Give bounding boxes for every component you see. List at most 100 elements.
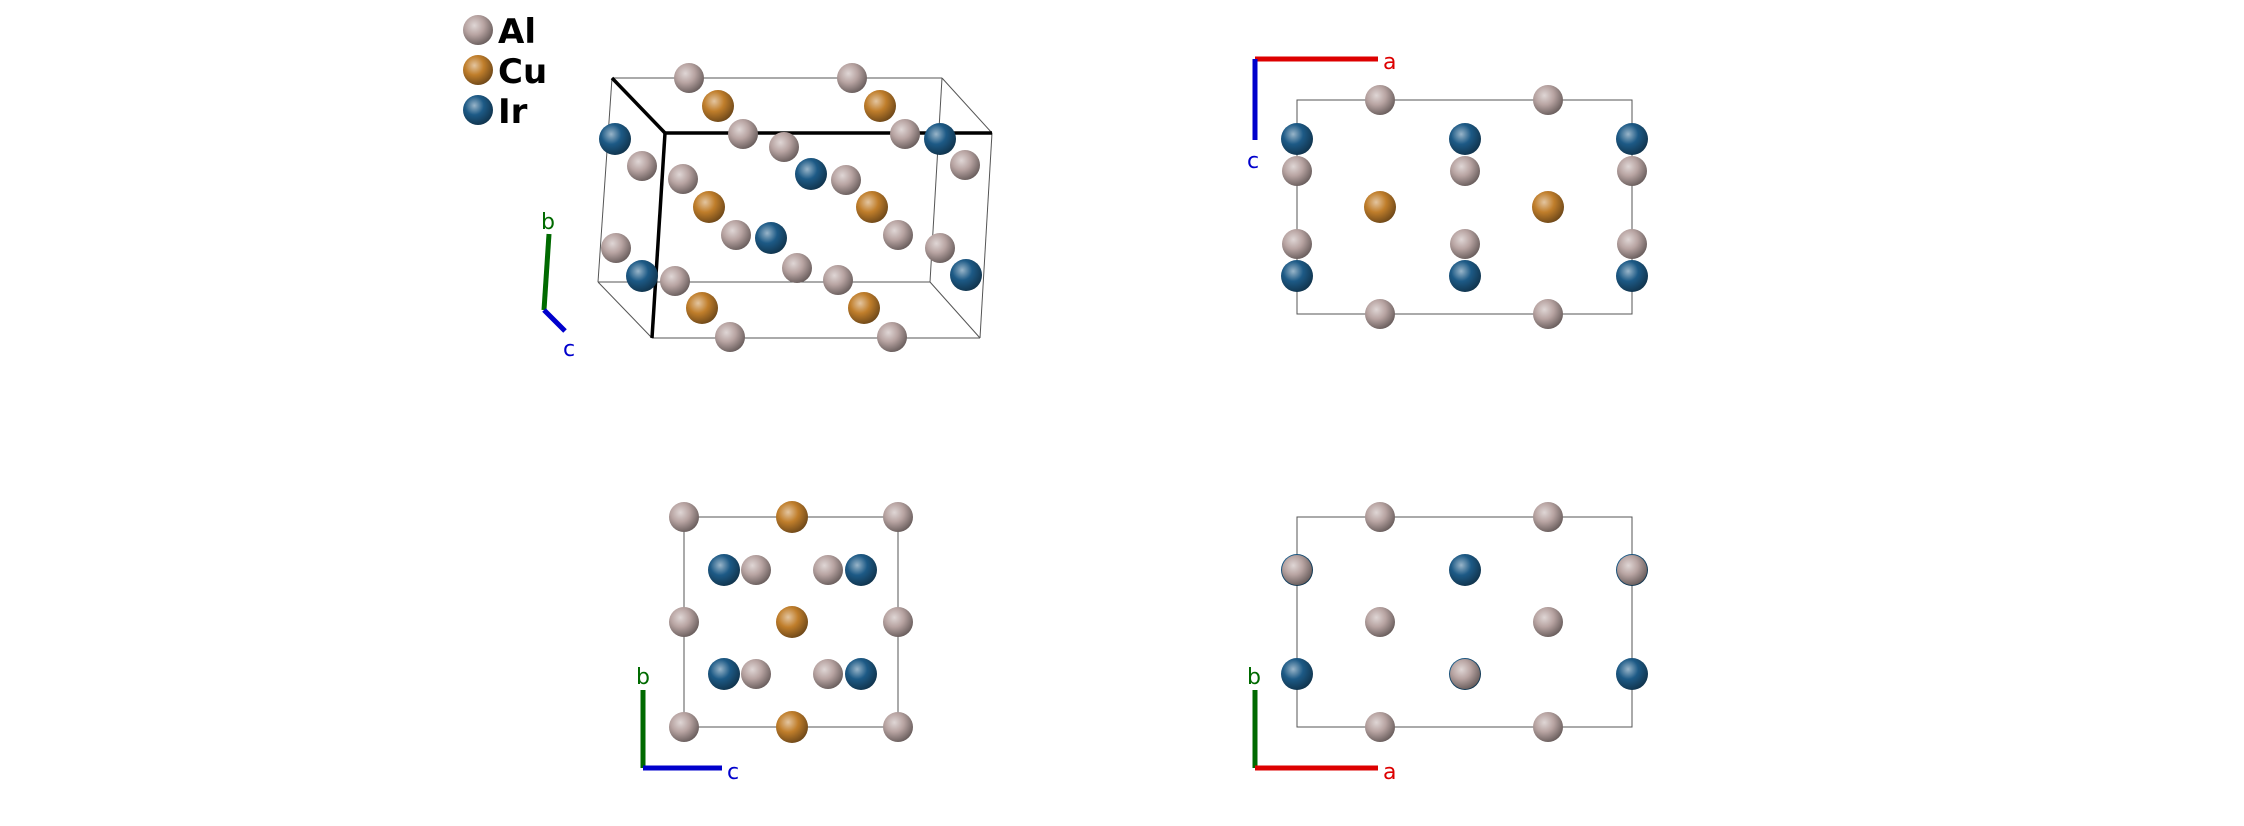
atom-al: [813, 659, 843, 689]
atom-ir: [708, 554, 740, 586]
atom-al: [1365, 85, 1395, 115]
atom-al: [601, 233, 631, 263]
ac-view-panel: a c: [1247, 50, 1648, 329]
atom-al: [1450, 229, 1480, 259]
atom-cu: [776, 501, 808, 533]
atom-ir: [795, 158, 827, 190]
atom-cu: [776, 711, 808, 743]
axis-triad-ac: a c: [1247, 50, 1396, 174]
atom-al: [1450, 156, 1480, 186]
atom-al: [823, 265, 853, 295]
atom-al: [769, 132, 799, 162]
atom-al: [1365, 299, 1395, 329]
unit-cell-frame: [597, 77, 993, 339]
atom-al: [813, 555, 843, 585]
unit-cell-frame: [1296, 99, 1633, 315]
legend-item-al: Al: [463, 12, 536, 52]
atom-al: [741, 555, 771, 585]
atom-cu: [848, 292, 880, 324]
atom-ir: [1449, 554, 1481, 586]
atom-al: [782, 253, 812, 283]
atom-ir: [626, 260, 658, 292]
atom-ir: [1281, 123, 1313, 155]
atom-al: [1365, 607, 1395, 637]
legend-atom-al: [463, 15, 493, 45]
atom-cu: [686, 292, 718, 324]
axis-c-line: [542, 308, 567, 333]
atom-al: [1617, 555, 1647, 585]
atom-cu: [702, 90, 734, 122]
atom-cu: [856, 191, 888, 223]
atom-al: [1365, 712, 1395, 742]
atom-al: [883, 502, 913, 532]
atom-cu: [693, 191, 725, 223]
atom-al: [1533, 712, 1563, 742]
atom-cu: [1364, 191, 1396, 223]
atom-al: [831, 165, 861, 195]
atom-cu: [1532, 191, 1564, 223]
unit-cell-frame: [1296, 516, 1633, 728]
axis-a-label: a: [1383, 50, 1396, 75]
atom-al: [669, 607, 699, 637]
axis-b-label: b: [541, 210, 555, 235]
bc-view-panel: b c: [636, 501, 913, 785]
atom-al: [1282, 555, 1312, 585]
axis-c-label: c: [1247, 149, 1259, 174]
atom-al: [627, 151, 657, 181]
atom-ir: [845, 658, 877, 690]
axis-c-label: c: [727, 760, 739, 785]
axis-triad-perspective: b c: [541, 210, 575, 362]
atom-al: [669, 712, 699, 742]
atoms-bc-view: [669, 501, 913, 743]
atom-al: [668, 164, 698, 194]
atom-cu: [776, 606, 808, 638]
axis-b-label: b: [1247, 665, 1261, 690]
atoms-perspective: [599, 63, 982, 352]
atom-al: [883, 607, 913, 637]
atom-al: [837, 63, 867, 93]
atoms-ab-view: [1281, 502, 1648, 742]
perspective-view-panel: b c: [541, 63, 993, 362]
atom-ir: [1449, 260, 1481, 292]
atom-al: [1617, 156, 1647, 186]
atom-cu: [864, 90, 896, 122]
atom-ir: [1281, 260, 1313, 292]
atom-ir: [1616, 658, 1648, 690]
atom-al: [721, 220, 751, 250]
atom-al: [950, 150, 980, 180]
legend-label-cu: Cu: [498, 52, 547, 92]
axis-c-label: c: [563, 337, 575, 362]
legend-label-ir: Ir: [498, 92, 528, 132]
atom-al: [660, 266, 690, 296]
atom-al: [890, 119, 920, 149]
atom-al: [925, 233, 955, 263]
atom-ir: [1616, 260, 1648, 292]
atom-ir: [599, 123, 631, 155]
atom-al: [1533, 607, 1563, 637]
axis-b-line: [541, 233, 552, 311]
atom-ir: [1281, 658, 1313, 690]
atom-al: [1533, 299, 1563, 329]
axis-triad-ab: b a: [1247, 665, 1396, 785]
axis-b-label: b: [636, 665, 650, 690]
atom-al: [883, 220, 913, 250]
axis-a-label: a: [1383, 760, 1396, 785]
legend-item-cu: Cu: [463, 52, 547, 92]
atom-al: [669, 502, 699, 532]
atom-al: [1365, 502, 1395, 532]
atom-al: [1282, 229, 1312, 259]
axis-triad-bc: b c: [636, 665, 739, 785]
element-legend: Al Cu Ir: [463, 12, 547, 132]
atom-al: [1533, 502, 1563, 532]
atom-al: [728, 119, 758, 149]
atom-ir: [1449, 123, 1481, 155]
atoms-ac-view: [1281, 85, 1648, 329]
atom-al: [1617, 229, 1647, 259]
atom-al: [674, 63, 704, 93]
atom-al: [1533, 85, 1563, 115]
atom-ir: [924, 123, 956, 155]
atom-al: [1450, 659, 1480, 689]
legend-atom-ir: [463, 95, 493, 125]
legend-item-ir: Ir: [463, 92, 528, 132]
